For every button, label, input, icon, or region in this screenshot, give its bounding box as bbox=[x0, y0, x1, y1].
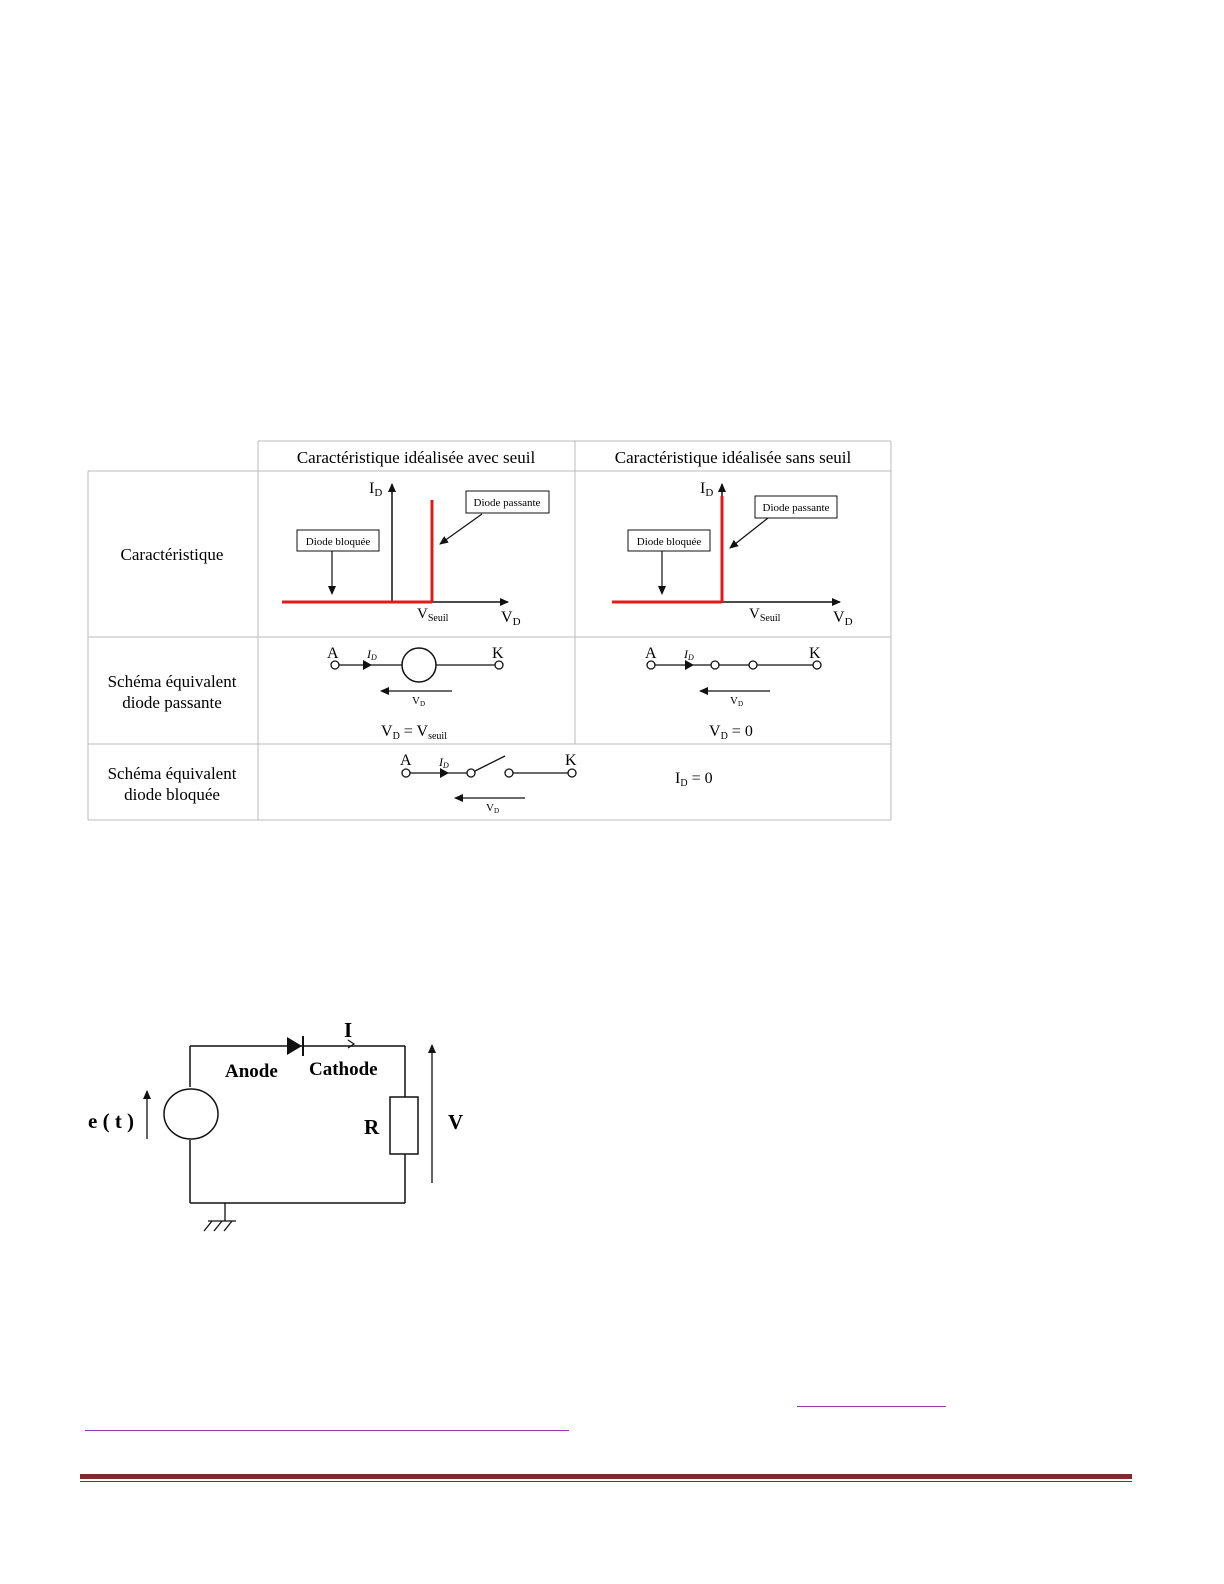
schema-passante-avec-seuil: A K ID VD VD = Vseuil bbox=[327, 645, 504, 742]
col-header-avec-seuil: Caractéristique idéalisée avec seuil bbox=[297, 448, 536, 467]
ground-icon bbox=[203, 1203, 236, 1232]
row-label-passante-1: Schéma équivalent bbox=[108, 672, 237, 691]
schema-bloquee: A K ID VD ID = 0 bbox=[400, 752, 713, 815]
anode-terminal bbox=[646, 660, 656, 670]
equation-bloquee: ID = 0 bbox=[675, 770, 713, 789]
cathode-label: K bbox=[809, 645, 821, 662]
threshold-label: VSeuil bbox=[749, 606, 781, 624]
x-axis-label: VD bbox=[833, 609, 853, 628]
anode-terminal bbox=[330, 660, 340, 670]
cathode-terminal bbox=[567, 768, 577, 778]
passing-arrow bbox=[729, 517, 769, 549]
source-label: e ( t ) bbox=[88, 1109, 134, 1133]
short-node-2 bbox=[748, 660, 758, 670]
blocked-label: Diode bloquée bbox=[306, 536, 371, 548]
hyperlink-underline-1[interactable] bbox=[797, 1406, 946, 1407]
y-axis-label: ID bbox=[369, 480, 382, 499]
voltage-label: VD bbox=[730, 695, 743, 708]
voltage-label: VD bbox=[486, 802, 499, 815]
switch-node-2 bbox=[504, 768, 514, 778]
threshold-label: VSeuil bbox=[417, 606, 449, 624]
y-axis-label: ID bbox=[700, 480, 713, 499]
row-label-passante-2: diode passante bbox=[122, 693, 222, 712]
anode-label: A bbox=[400, 752, 412, 769]
cathode-terminal bbox=[494, 660, 504, 670]
resistor-symbol bbox=[389, 1096, 419, 1155]
passing-arrow bbox=[439, 513, 483, 545]
passing-label: Diode passante bbox=[763, 502, 830, 514]
graph-avec-seuil: ID VD VSeuil Diode bloquée Diode passant… bbox=[282, 480, 550, 628]
current-label: ID bbox=[366, 647, 377, 662]
open-switch bbox=[474, 755, 506, 772]
row-label-caracteristique: Caractéristique bbox=[121, 545, 224, 564]
voltage-source-symbol bbox=[401, 647, 437, 683]
cathode-label: K bbox=[565, 752, 577, 769]
passing-label-box bbox=[465, 490, 550, 514]
row-label-bloquee-1: Schéma équivalent bbox=[108, 764, 237, 783]
schema-passante-sans-seuil: A K ID VD VD = 0 bbox=[645, 645, 822, 742]
blocked-label-box bbox=[627, 529, 711, 552]
anode-label: A bbox=[645, 645, 657, 662]
equation-avec-seuil: VD = Vseuil bbox=[381, 723, 447, 742]
cathode-terminal bbox=[812, 660, 822, 670]
row-label-bloquee-2: diode bloquée bbox=[124, 785, 220, 804]
cathode-label: K bbox=[492, 645, 504, 662]
cathode-label: Cathode bbox=[309, 1059, 378, 1080]
col-header-sans-seuil: Caractéristique idéalisée sans seuil bbox=[615, 448, 852, 467]
table-grid bbox=[87, 440, 892, 821]
current-label: ID bbox=[683, 647, 694, 662]
blocked-label-box bbox=[296, 529, 380, 552]
blocked-label: Diode bloquée bbox=[637, 536, 702, 548]
passing-label-box bbox=[754, 495, 838, 519]
diode-circuit: e ( t ) I Anode Cathode R V bbox=[88, 1018, 463, 1232]
resistor-label: R bbox=[364, 1115, 380, 1139]
current-label: ID bbox=[438, 755, 449, 770]
anode-label: Anode bbox=[225, 1061, 278, 1082]
voltage-label: VD bbox=[412, 695, 425, 708]
output-voltage-label: V bbox=[448, 1110, 463, 1134]
anode-label: A bbox=[327, 645, 339, 662]
switch-node-1 bbox=[466, 768, 476, 778]
equation-sans-seuil: VD = 0 bbox=[709, 723, 753, 742]
voltage-source-symbol bbox=[163, 1088, 219, 1140]
footer-rule bbox=[80, 1474, 1132, 1482]
hyperlink-underline-2[interactable] bbox=[85, 1430, 569, 1431]
diode-symbol bbox=[287, 1037, 302, 1055]
x-axis-label: VD bbox=[501, 609, 521, 628]
short-node-1 bbox=[710, 660, 720, 670]
passing-label: Diode passante bbox=[474, 497, 541, 509]
current-label: I bbox=[344, 1018, 352, 1042]
graph-sans-seuil: ID VD VSeuil Diode bloquée Diode passant… bbox=[612, 480, 853, 628]
anode-terminal bbox=[401, 768, 411, 778]
